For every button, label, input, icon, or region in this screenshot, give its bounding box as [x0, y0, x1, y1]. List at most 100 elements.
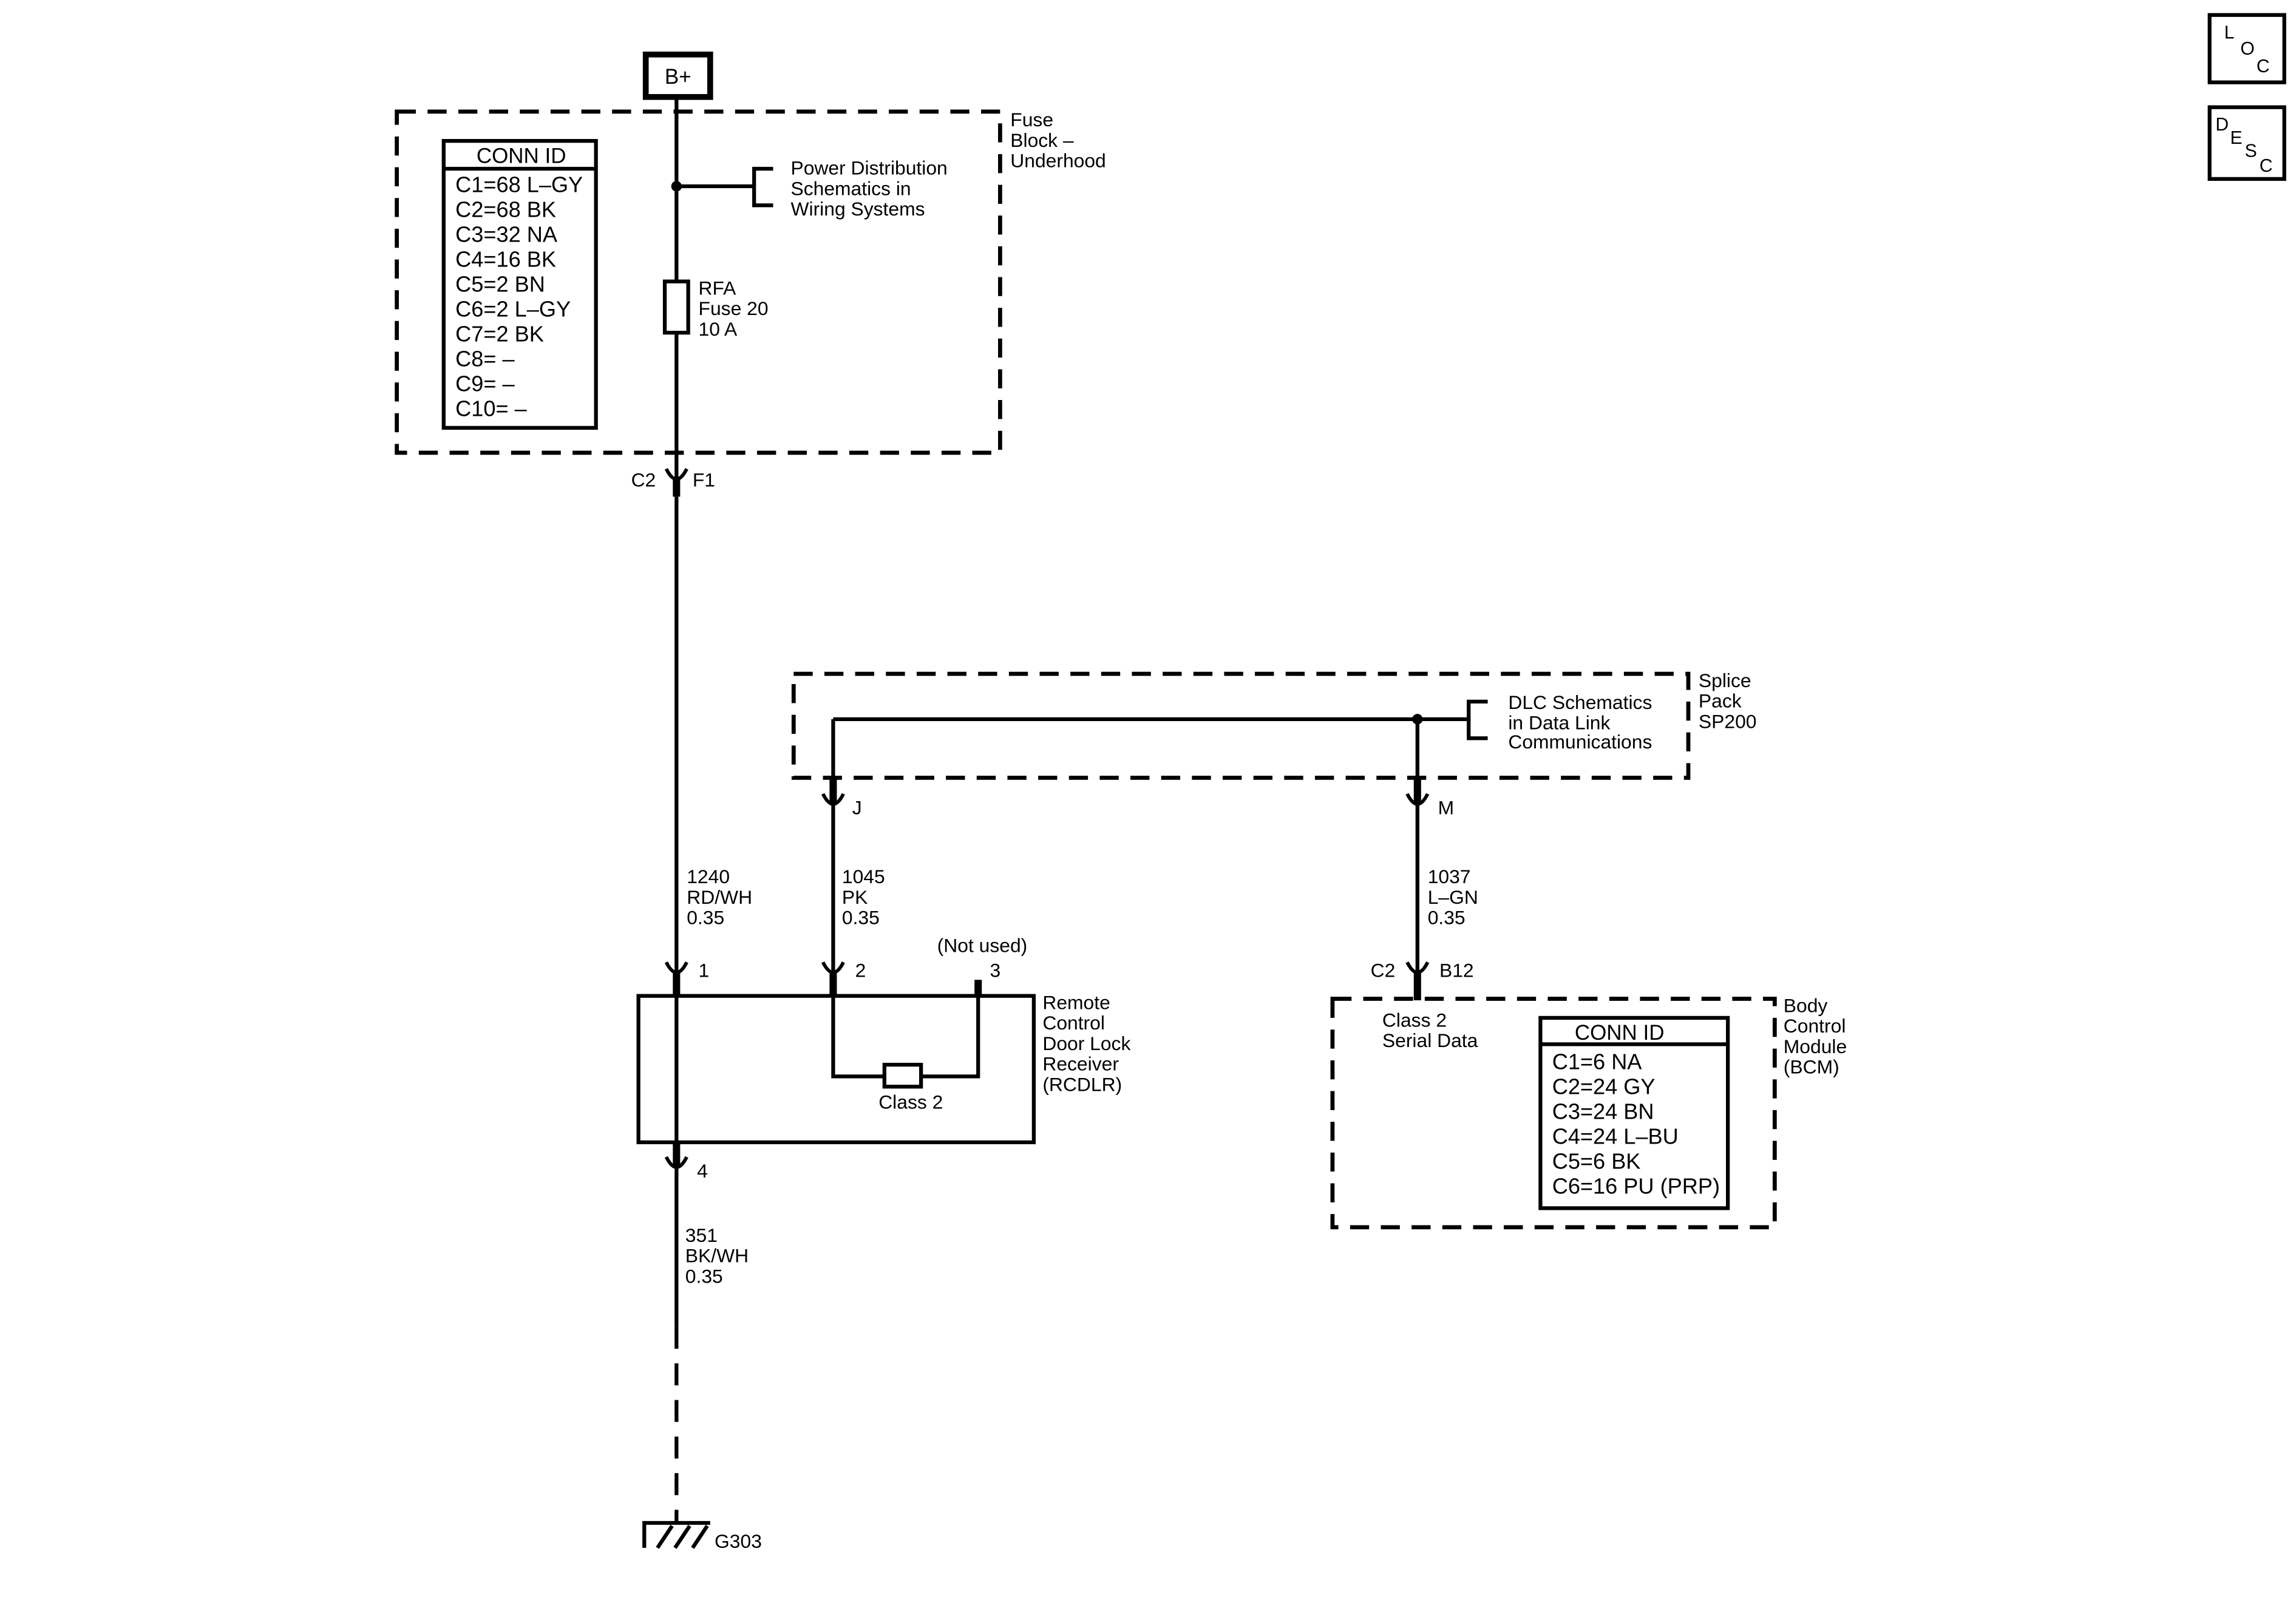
pin-number: 1 — [699, 959, 710, 981]
dlc-reference-line[interactable]: Communications — [1508, 731, 1652, 753]
conn-id-title: CONN ID — [477, 144, 566, 168]
conn-id-row: C8= – — [455, 347, 515, 371]
wire-color: RD/WH — [687, 886, 752, 908]
ground-label: G303 — [715, 1530, 762, 1552]
conn-id-row: C10= – — [455, 396, 527, 421]
conn-id-box — [1538, 1015, 1730, 1210]
conn-id-row: C2=68 BK — [455, 197, 556, 222]
rcdlr-label-line: (RCDLR) — [1042, 1074, 1122, 1096]
battery-positive-source: B+ — [642, 52, 713, 100]
connector-pin-label: J — [852, 797, 862, 819]
desc-button[interactable]: D E S C — [2207, 105, 2286, 181]
connector-pin-label: M — [1438, 797, 1455, 819]
conn-id-row: C4=24 L–BU — [1552, 1124, 1679, 1148]
dlc-reference-line[interactable]: in Data Link — [1508, 712, 1610, 734]
loc-letter: O — [2240, 39, 2254, 59]
rcdlr-pin-1: 1 — [664, 959, 710, 998]
conn-id-row: C2=24 GY — [1552, 1074, 1656, 1099]
connector-id-label: C2 — [1371, 959, 1396, 981]
wire-circuit-number: 351 — [685, 1224, 718, 1246]
fuse-block-label-line: Underhood — [1010, 150, 1106, 172]
rcdlr-internal-label: Class 2 — [878, 1091, 943, 1113]
power-dist-reference-link[interactable]: Power Distribution Schematics in Wiring … — [790, 157, 947, 220]
ground-symbol-frame — [642, 1520, 710, 1548]
splice-pack-label-line: SP200 — [1699, 710, 1757, 732]
desc-letter: S — [2245, 141, 2257, 161]
connector-m: M — [1405, 778, 1455, 819]
rcdlr-label-line: Receiver — [1042, 1053, 1119, 1075]
splice-pack-label-line: Pack — [1699, 690, 1742, 712]
remote-control-door-lock-receiver: 1 2 3 (Not used) Class 2 Remote Control … — [636, 934, 1130, 1182]
bcm-circuit-label-line: Class 2 — [1382, 1009, 1447, 1031]
wire-color: BK/WH — [685, 1245, 749, 1267]
desc-button-frame[interactable] — [2207, 105, 2286, 181]
connector-pin-label: F1 — [693, 469, 715, 490]
class2-resistor-symbol — [882, 1062, 923, 1089]
rcdlr-label-line: Door Lock — [1042, 1032, 1130, 1054]
fuse-block-label-line: Fuse — [1010, 109, 1053, 131]
splice-pack-outline — [791, 671, 1691, 780]
dlc-reference-line[interactable]: DLC Schematics — [1508, 691, 1652, 713]
wire-circuit-number: 1045 — [842, 866, 885, 887]
loc-button-frame[interactable] — [2207, 13, 2286, 84]
wire-color: PK — [842, 886, 868, 908]
bcm-outline — [1330, 997, 1777, 1230]
rcdlr-pin-2: 2 — [821, 959, 866, 998]
bcm-label-line: Module — [1784, 1036, 1847, 1057]
power-dist-reference-line[interactable]: Wiring Systems — [790, 198, 925, 220]
conn-id-row: C6=16 PU (PRP) — [1552, 1173, 1720, 1198]
fuse-symbol — [662, 279, 690, 335]
pin-number: 2 — [855, 959, 866, 981]
body-control-module: C2 B12 Class 2 Serial Data CONN ID C1=6 … — [1330, 959, 1847, 1230]
loc-letter: C — [2257, 56, 2270, 76]
conn-id-row: C5=6 BK — [1552, 1148, 1641, 1173]
rcdlr-pin-4: 4 — [664, 1142, 708, 1182]
dlc-reference-bracket — [1467, 699, 1488, 741]
pin-number: 4 — [697, 1160, 708, 1182]
fuse-label-line: Fuse 20 — [699, 297, 769, 319]
power-dist-reference-line[interactable]: Power Distribution — [790, 157, 947, 179]
connector-c2-b12: C2 B12 — [1371, 959, 1474, 1000]
conn-id-row: C5=2 BN — [455, 272, 545, 297]
desc-letter: C — [2260, 156, 2273, 176]
conn-id-row: C1=6 NA — [1552, 1049, 1643, 1074]
bcm-label-line: Control — [1784, 1015, 1846, 1037]
dlc-reference-link[interactable]: DLC Schematics in Data Link Communicatio… — [1508, 691, 1652, 753]
fuse-block-outline — [395, 109, 1002, 455]
conn-id-row: C4=16 BK — [455, 247, 556, 272]
wire-gauge: 0.35 — [842, 907, 880, 929]
rcdlr-pin-3: 3 (Not used) — [937, 934, 1028, 998]
loc-letter: L — [2224, 22, 2235, 42]
wire-gauge: 0.35 — [685, 1265, 723, 1287]
rcdlr-label-line: Remote — [1042, 991, 1110, 1013]
not-used-label: (Not used) — [937, 934, 1028, 956]
b-plus-label: B+ — [665, 65, 691, 89]
wire-color: L–GN — [1428, 886, 1478, 908]
fuse-label-line: 10 A — [699, 318, 738, 340]
connector-c2-f1: C2 F1 — [631, 468, 715, 497]
splice-pack-label-line: Splice — [1699, 670, 1751, 691]
rcdlr-module-box — [636, 994, 1036, 1145]
desc-letter: E — [2230, 128, 2242, 148]
ground-symbol-hatch — [656, 1525, 709, 1549]
wire-gauge: 0.35 — [687, 907, 724, 929]
fuse-block-conn-id-table: CONN ID C1=68 L–GY C2=68 BK C3=32 NA C4=… — [441, 138, 598, 430]
connector-pin-label: B12 — [1439, 959, 1474, 981]
conn-id-row: C6=2 L–GY — [455, 297, 571, 322]
bcm-circuit-label-line: Serial Data — [1382, 1029, 1478, 1051]
conn-id-row: C3=32 NA — [455, 222, 558, 247]
bcm-label-line: Body — [1784, 994, 1828, 1016]
ground-g303: G303 — [642, 1520, 762, 1552]
rcdlr-label-line: Control — [1042, 1012, 1105, 1034]
power-dist-reference-line[interactable]: Schematics in — [790, 177, 911, 199]
wire-gauge: 0.35 — [1428, 907, 1466, 929]
fuse-block-label-line: Block – — [1010, 129, 1074, 151]
conn-id-row: C9= – — [455, 371, 515, 396]
bcm-conn-id-table: CONN ID C1=6 NA C2=24 GY C3=24 BN C4=24 … — [1538, 1015, 1730, 1210]
loc-button[interactable]: L O C — [2207, 13, 2286, 84]
bcm-label-line: (BCM) — [1784, 1056, 1839, 1078]
wire-circuit-number: 1037 — [1428, 866, 1471, 887]
connector-id-label: C2 — [631, 469, 656, 490]
conn-id-row: C1=68 L–GY — [455, 172, 583, 197]
fuse-block-underhood: Fuse Block – Underhood CONN ID C1=68 L–G… — [395, 109, 1106, 455]
